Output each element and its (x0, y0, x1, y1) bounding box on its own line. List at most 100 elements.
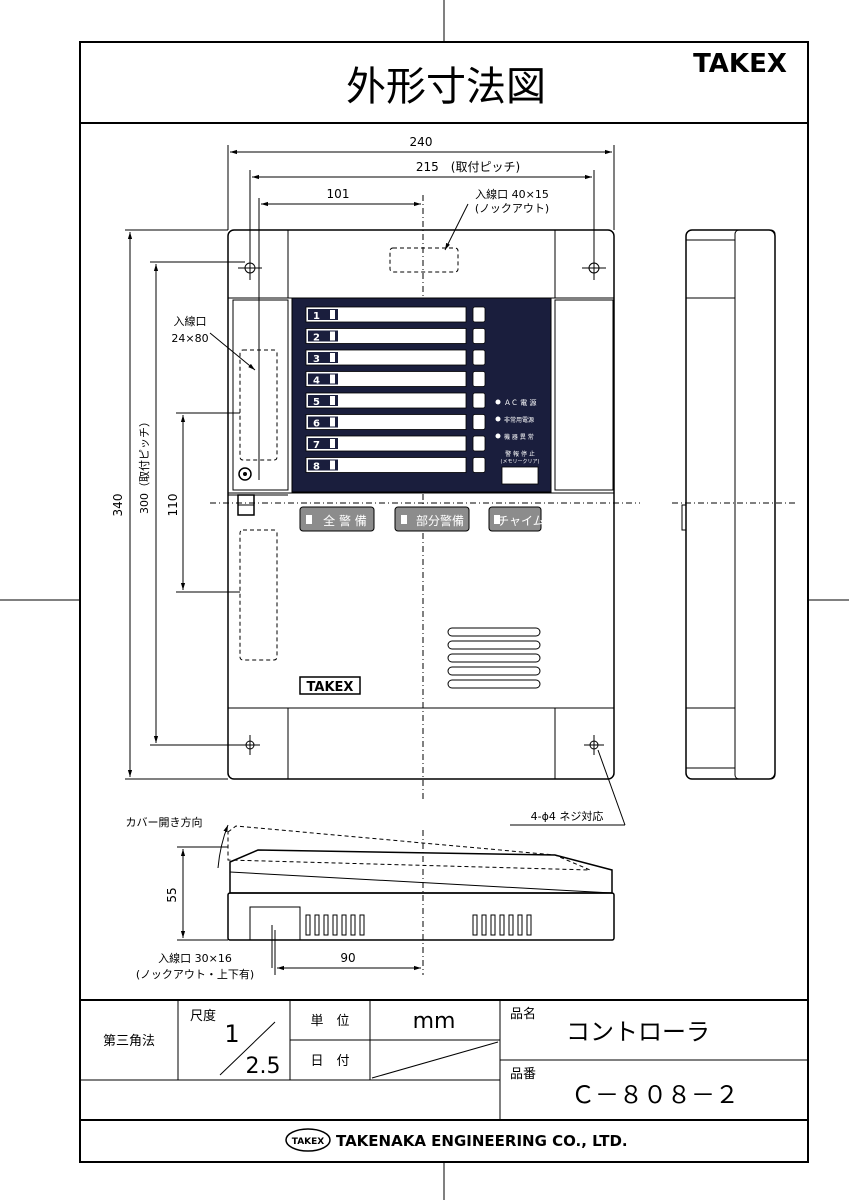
front-view (210, 195, 640, 800)
zone-lamp (330, 310, 335, 319)
stop-label: 警 報 停 止 (505, 450, 535, 458)
zone-row: 5 (305, 392, 486, 409)
indicator-emergency: 非常用電源 (504, 416, 534, 424)
company-logo: TAKEX (292, 1137, 325, 1147)
zone-field (305, 392, 467, 409)
zone-field (305, 457, 467, 473)
sheet-border (79, 41, 809, 1163)
zone-number-plate (308, 438, 338, 449)
zone-row: 2 (305, 328, 486, 344)
zone-lamp (330, 439, 335, 448)
unit-label: 単 位 (310, 1013, 349, 1029)
zone-number: 2 (313, 333, 320, 344)
zone-field (305, 371, 467, 387)
front-dimensions: 240 215 (取付ピッチ) 101 入線口 40×15 (ノックアウト) 入… (111, 135, 626, 826)
status-indicators: ＡＣ 電 源 非常用電源 機 器 異 常 警 報 停 止 (メモリークリア) (495, 398, 540, 485)
drawing-title: 外形寸法図 (346, 64, 546, 110)
zone-number-plate (308, 373, 338, 385)
zone-lamp (330, 417, 335, 427)
company-logo-oval (285, 1128, 331, 1152)
dim-215: 215 (取付ピッチ) (416, 160, 520, 174)
company-name: TAKENAKA ENGINEERING CO., LTD. (336, 1132, 628, 1150)
zone-number: 1 (313, 311, 320, 322)
unit-value: mm (413, 1009, 456, 1034)
zone-number-plate (308, 330, 338, 342)
zone-button[interactable] (472, 414, 486, 430)
zone-field (305, 328, 467, 344)
zone-field (305, 306, 467, 323)
knockout-top-sublabel: (ノックアウト) (475, 202, 549, 215)
zone-number: 6 (313, 419, 320, 430)
zone-number-plate (308, 459, 338, 471)
cover-direction-label: カバー開き方向 (126, 815, 203, 829)
inlet-left-label: 入線口 (174, 314, 207, 328)
zone-field (305, 435, 467, 452)
indicator-fault: 機 器 異 常 (504, 433, 534, 441)
inlet-bottom-label: 入線口 30×16 (158, 951, 232, 965)
front-logo-box (299, 676, 361, 695)
zone-button[interactable] (472, 392, 486, 409)
product-name: コントローラ (566, 1018, 710, 1046)
projection-method: 第三角法 (103, 1034, 155, 1049)
zone-button[interactable] (472, 349, 486, 366)
screw-note: 4-ϕ4 ネジ対応 (531, 809, 604, 823)
product-name-label: 品名 (510, 1006, 536, 1022)
partial-guard-button[interactable] (394, 506, 470, 532)
dim-110: 110 (166, 494, 180, 517)
inlet-bottom-sublabel: (ノックアウト・上下有) (136, 967, 254, 981)
mode-buttons: 全 警 備 部分警備 チャイム (299, 506, 545, 532)
partial-guard-label: 部分警備 (416, 513, 464, 528)
dim-340: 340 (111, 494, 125, 517)
zone-lamp (330, 331, 335, 341)
part-number: Ｃ－８０８－２ (571, 1081, 739, 1109)
zone-lamp (330, 374, 335, 384)
alarm-stop-button[interactable] (501, 466, 539, 485)
zone-number-plate (308, 352, 338, 363)
zone-row: 8 (305, 457, 486, 473)
date-label: 日 付 (310, 1054, 349, 1069)
dim-300: 300（取付ピッチ） (138, 416, 151, 514)
zone-row: 7 (305, 435, 486, 452)
zone-row: 6 (305, 414, 486, 430)
zone-button[interactable] (472, 306, 486, 323)
dim-240: 240 (410, 135, 433, 149)
zone-number: 8 (313, 462, 320, 473)
zone-lamp (330, 353, 335, 362)
knockout-top-label: 入線口 40×15 (475, 187, 549, 201)
zone-button[interactable] (472, 435, 486, 452)
scale-denominator: 2.5 (246, 1054, 281, 1079)
scale-label: 尺度 (190, 1008, 216, 1024)
front-logo: TAKEX (307, 680, 354, 695)
zone-number: 7 (313, 440, 320, 451)
stop-sublabel: (メモリークリア) (501, 459, 540, 465)
full-guard-button[interactable] (299, 506, 375, 532)
zone-field (305, 414, 467, 430)
zone-number-plate (308, 395, 338, 406)
zone-number: 3 (313, 354, 320, 365)
zone-row: 1 (305, 306, 486, 323)
zone-lamp (330, 460, 335, 470)
zone-number: 4 (313, 376, 320, 387)
zone-row: 4 (305, 371, 486, 387)
bottom-view: カバー開き方向 55 90 入線口 30×16 (ノックアウト・上下有) (126, 815, 615, 981)
zone-button[interactable] (472, 371, 486, 387)
inlet-left-size: 24×80 (171, 332, 208, 345)
indicator-ac: ＡＣ 電 源 (504, 398, 536, 407)
brand-logo: TAKEX (693, 49, 787, 79)
title-block: 第三角法 尺度 1 2.5 単 位 mm 日 付 品名 コントローラ 品番 Ｃ－… (80, 999, 808, 1152)
zone-button[interactable] (472, 328, 486, 344)
zone-row: 3 (305, 349, 486, 366)
chime-label: チャイム (497, 514, 545, 528)
dim-90: 90 (340, 951, 355, 965)
dim-101: 101 (327, 187, 350, 201)
zone-number-plate (308, 416, 338, 428)
chime-button[interactable] (488, 506, 542, 532)
zone-list: 1 2 3 4 5 6 7 8 (305, 306, 486, 473)
zone-button[interactable] (472, 457, 486, 473)
zone-number-plate (308, 309, 338, 320)
dim-55: 55 (165, 887, 179, 902)
zone-lamp (330, 396, 335, 405)
zone-field (305, 349, 467, 366)
